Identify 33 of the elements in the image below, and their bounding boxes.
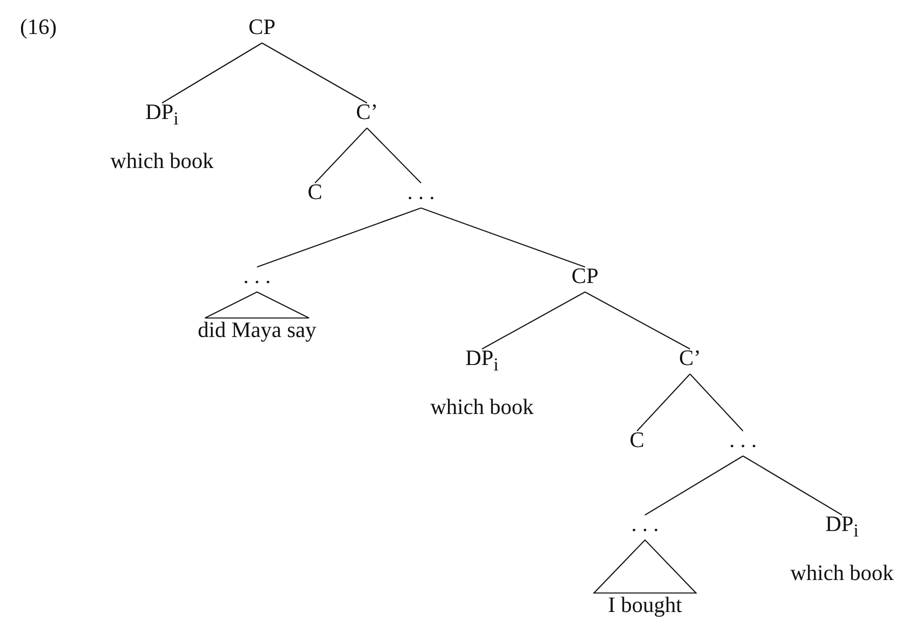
category-label: DP$_{i}$ bbox=[464, 345, 500, 376]
tree-node-label: C’ bbox=[679, 345, 701, 371]
word-label: which book bbox=[430, 394, 534, 420]
tree-node-label: . . . bbox=[243, 263, 271, 289]
tree-node-label: CP bbox=[248, 14, 276, 40]
tree-node-label: C’ bbox=[356, 99, 378, 125]
tree-node-label: I bought bbox=[608, 592, 682, 617]
branch-line bbox=[262, 42, 368, 104]
tree-node-label: C bbox=[308, 179, 322, 205]
branch-line bbox=[420, 207, 586, 268]
branch-line bbox=[482, 292, 586, 350]
word-label: which book bbox=[790, 560, 894, 586]
example-number: (16) bbox=[20, 14, 57, 40]
triangle bbox=[204, 291, 310, 319]
tree-node-label: C bbox=[630, 427, 644, 453]
branch-line bbox=[584, 292, 690, 350]
branch-line bbox=[256, 207, 422, 268]
category-label: DP$_{i}$ bbox=[824, 511, 860, 542]
category-label: DP$_{i}$ bbox=[144, 99, 180, 130]
tree-node-label: . . . bbox=[631, 511, 659, 537]
tree-node-label: CP bbox=[572, 263, 598, 289]
branch-line bbox=[162, 42, 262, 104]
tree-node-label: did Maya say bbox=[198, 317, 316, 343]
triangle bbox=[592, 539, 698, 594]
branch-line bbox=[690, 374, 744, 432]
branch-line bbox=[314, 128, 368, 184]
tree-node-label: . . . bbox=[407, 179, 435, 205]
branch-line bbox=[636, 374, 690, 432]
branch-line bbox=[366, 128, 422, 184]
branch-line bbox=[742, 456, 842, 516]
word-label: which book bbox=[110, 148, 214, 174]
branch-line bbox=[644, 456, 744, 516]
tree-node-label: . . . bbox=[729, 427, 757, 453]
